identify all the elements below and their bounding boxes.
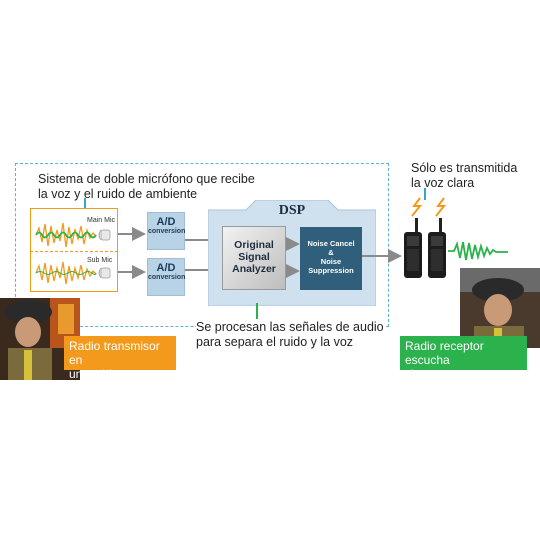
receiver-label-line-2: claramente (405, 367, 465, 381)
top-caption: Sistema de doble micrófono que recibe la… (38, 172, 268, 202)
main-voice-wave (35, 231, 97, 239)
noise-line-2: & (328, 248, 334, 257)
receiver-label-box: Radio receptor escucha claramente (400, 336, 527, 381)
ad-converter-2-title: A/D (156, 262, 176, 274)
top-caption-line-1: Sistema de doble micrófono que recibe (38, 172, 255, 186)
noise-line-1: Noise Cancel (307, 239, 355, 248)
sub-mic-icon (98, 267, 111, 279)
right-caption-line-2: la voz clara (411, 176, 475, 190)
analyzer-line-1: Original (234, 239, 274, 251)
dsp-title: DSP (278, 203, 306, 218)
mic-waves (35, 222, 111, 285)
main-mic-label: Main Mic (87, 217, 116, 224)
top-caption-line-2: la voz y el ruido de ambiente (38, 187, 198, 201)
transmitter-label-line-1: Radio transmisor en (69, 339, 160, 367)
right-caption: Sólo es transmitida la voz clara (411, 161, 531, 191)
signal-analyzer-box: Original Signal Analyzer (222, 226, 286, 290)
sub-voice-wave (35, 271, 97, 275)
ad-converter-1: A/D conversion (147, 212, 185, 250)
noise-cancel-box: Noise Cancel & Noise Suppression (300, 227, 362, 290)
clear-voice-wave (448, 241, 508, 261)
main-mic-icon (98, 229, 111, 241)
analyzer-line-3: Analyzer (232, 263, 276, 275)
caption-pointer (84, 198, 86, 210)
bottom-caption-line-1: Se procesan las señales de audio (196, 320, 384, 334)
right-caption-pointer (424, 188, 426, 200)
mic-divider (30, 251, 118, 252)
radio-1 (404, 218, 422, 278)
analyzer-line-2: Signal (238, 251, 270, 263)
signal-bolt-2 (435, 197, 447, 217)
ad-converter-1-title: A/D (156, 216, 176, 228)
bottom-caption-line-2: para separa el ruido y la voz (196, 335, 354, 349)
dsp-pointer (256, 303, 258, 319)
noise-line-3: Noise (320, 257, 342, 266)
ad-converter-2: A/D conversion (147, 258, 185, 296)
transmitter-label-box: Radio transmisor en un ambiente ruidoso (64, 336, 176, 395)
main-noise-wave (35, 222, 97, 248)
bottom-caption: Se procesan las señales de audio para se… (196, 320, 386, 350)
sub-noise-wave (35, 261, 97, 285)
sub-mic-label: Sub Mic (87, 257, 113, 264)
ad-converter-2-sub: conversion (148, 274, 186, 281)
receiver-label-line-1: Radio receptor escucha (405, 339, 484, 367)
signal-bolt-1 (411, 197, 423, 217)
transmitter-label-line-2: un ambiente ruidoso (69, 367, 136, 395)
right-caption-line-1: Sólo es transmitida (411, 161, 518, 175)
ad-converter-1-sub: conversion (148, 228, 186, 235)
noise-line-4: Suppression (308, 266, 354, 275)
radio-2 (428, 218, 446, 278)
radios-illustration (404, 197, 508, 278)
